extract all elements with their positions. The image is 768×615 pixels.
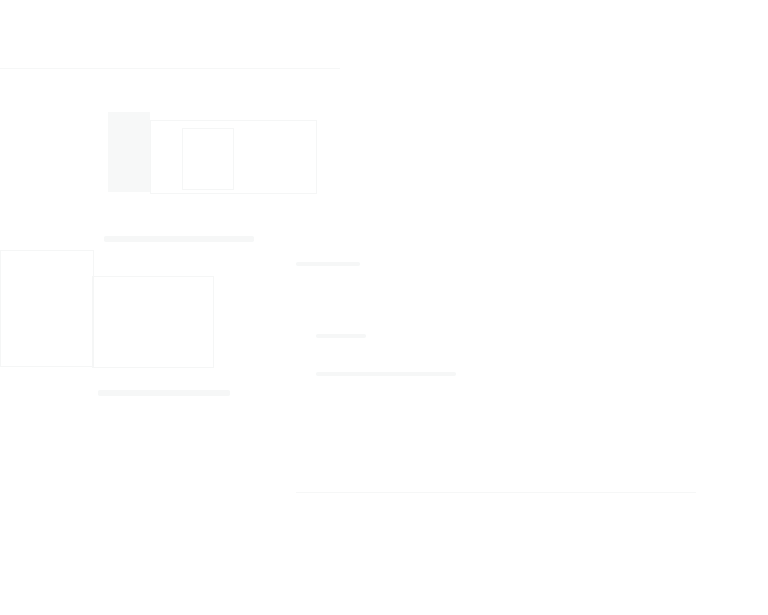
placeholder-frame-lower-left [0,250,94,367]
placeholder-text-line-3 [316,372,456,376]
placeholder-frame-lower [92,276,214,368]
placeholder-block-left [108,112,150,192]
placeholder-bar-upper [104,236,254,242]
top-divider [0,68,340,69]
placeholder-text-line-1 [296,262,360,266]
placeholder-bar-lower [98,390,230,396]
placeholder-frame-inner [182,128,234,190]
placeholder-text-line-2 [316,334,366,338]
placeholder-frame-upper [150,120,317,194]
bottom-divider [296,492,696,493]
